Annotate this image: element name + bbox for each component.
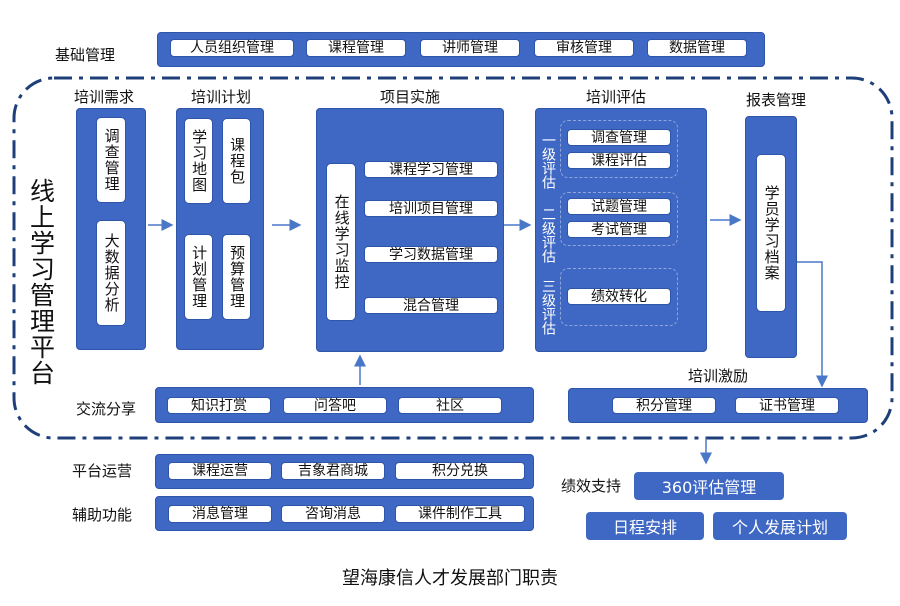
eval-item-1: 调查管理 [567, 129, 671, 146]
eval-level-2: 二级评估 [540, 207, 556, 263]
aux-label: 辅助功能 [72, 506, 133, 524]
basic-label: 基础管理 [55, 46, 116, 64]
eval-level-3: 三级评估 [540, 279, 556, 335]
plan-item-plan: 计划管理 [184, 234, 213, 320]
plan-item-map: 学习地图 [184, 118, 213, 204]
eval-level-1: 一级评估 [540, 133, 556, 189]
report-label: 报表管理 [746, 91, 807, 109]
exchange-item-3: 社区 [398, 397, 502, 414]
exchange-item-1: 知识打赏 [167, 397, 271, 414]
perf-item-idp: 个人发展计划 [713, 512, 847, 540]
eval-group-1 [560, 120, 678, 178]
incentive-label: 培训激励 [688, 367, 749, 385]
eval-group-2 [560, 192, 678, 246]
eval-item-3: 试题管理 [567, 198, 671, 215]
incentive-item-1: 积分管理 [612, 397, 716, 414]
impl-item-4: 混合管理 [364, 297, 498, 314]
eval-group-3 [560, 268, 678, 326]
aux-item-1: 消息管理 [168, 505, 272, 523]
plan-label: 培训计划 [191, 88, 252, 106]
aux-item-2: 咨询消息 [281, 505, 385, 523]
perf-360-eval: 360评估管理 [634, 472, 784, 500]
impl-item-3: 学习数据管理 [364, 246, 498, 263]
perf-label: 绩效支持 [561, 477, 622, 495]
impl-item-2: 培训项目管理 [364, 200, 498, 217]
eval-item-5: 绩效转化 [567, 288, 671, 305]
arrow-report-to-incentive [786, 261, 828, 388]
basic-item-2: 课程管理 [306, 39, 406, 57]
diagram-caption: 望海康信人才发展部门职责 [342, 568, 558, 589]
eval-item-4: 考试管理 [567, 221, 671, 238]
report-item-archive: 学员学习档案 [756, 154, 786, 312]
ops-item-3: 积分兑换 [395, 462, 525, 480]
eval-item-2: 课程评估 [567, 152, 671, 169]
exchange-item-2: 问答吧 [283, 397, 387, 414]
platform-boundary [12, 76, 894, 440]
basic-item-4: 审核管理 [534, 39, 634, 57]
basic-item-5: 数据管理 [647, 39, 747, 57]
needs-item-survey: 调查管理 [96, 117, 126, 203]
perf-item-schedule: 日程安排 [586, 512, 704, 540]
basic-item-3: 讲师管理 [420, 39, 520, 57]
impl-label: 项目实施 [380, 88, 441, 106]
incentive-item-2: 证书管理 [735, 397, 839, 414]
plan-item-package: 课程包 [222, 118, 251, 204]
ops-label: 平台运营 [72, 462, 133, 480]
plan-item-budget: 预算管理 [222, 234, 251, 320]
basic-item-1: 人员组织管理 [170, 39, 294, 57]
ops-item-1: 课程运营 [168, 462, 272, 480]
platform-title: 线上学习管理平台 [26, 178, 56, 386]
needs-label: 培训需求 [74, 88, 135, 106]
impl-item-1: 课程学习管理 [364, 161, 498, 178]
impl-monitor: 在线学习监控 [326, 163, 356, 321]
exchange-label: 交流分享 [76, 400, 137, 418]
ops-item-2: 吉象君商城 [281, 462, 385, 480]
eval-label: 培训评估 [586, 88, 647, 106]
needs-item-bigdata: 大数据分析 [96, 220, 126, 326]
aux-item-3: 课件制作工具 [395, 505, 525, 523]
